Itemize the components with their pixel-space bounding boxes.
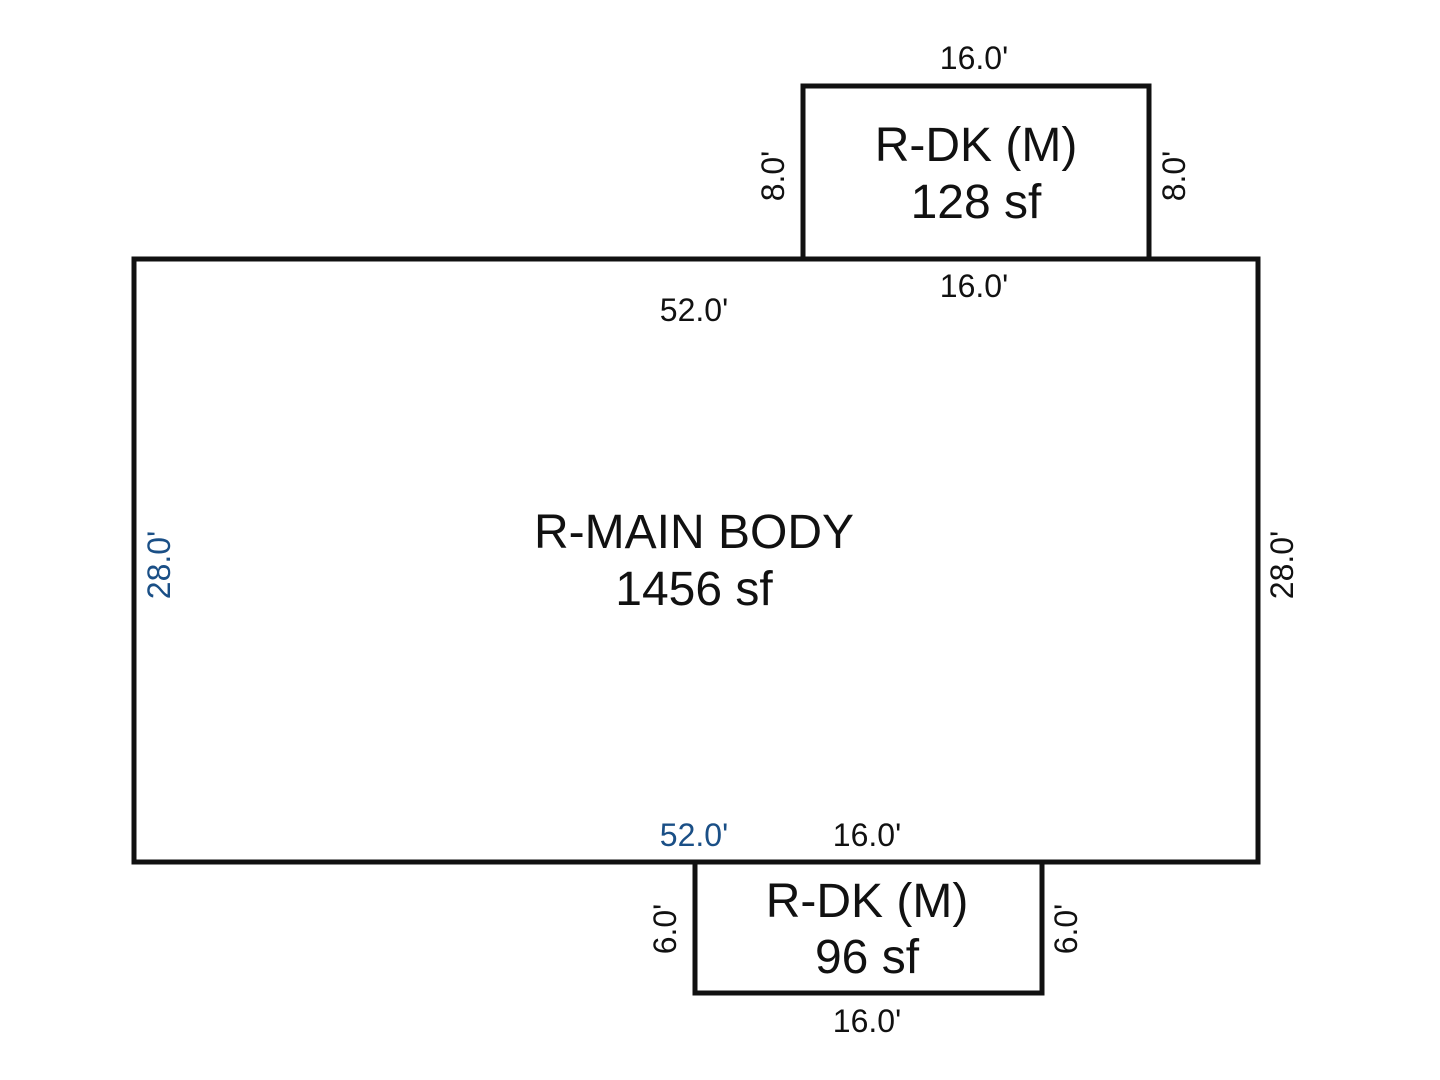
deck-bottom-area: 96 sf	[815, 931, 920, 984]
deck-top-area: 128 sf	[911, 176, 1042, 229]
main-body-dim-bottom: 52.0'	[660, 817, 728, 853]
deck-bottom-label: R-DK (M)	[766, 875, 969, 928]
main-body-dim-top: 52.0'	[660, 292, 728, 328]
deck-top-dim-left: 8.0'	[755, 151, 791, 202]
deck-top-dim-right: 8.0'	[1156, 151, 1192, 202]
deck-bottom-dim-right: 6.0'	[1048, 904, 1084, 955]
deck-top-outline	[800, 83, 1152, 262]
main-body-dim-right: 28.0'	[1264, 531, 1300, 599]
main-body-outline	[131, 256, 1261, 865]
main-body-label: R-MAIN BODY	[534, 506, 854, 559]
deck-top-dim-bottom: 16.0'	[940, 268, 1008, 304]
deck-bottom-outline	[692, 859, 1045, 996]
deck-bottom-dim-bottom: 16.0'	[833, 1003, 901, 1039]
deck-top-label: R-DK (M)	[875, 119, 1078, 172]
main-body-area: 1456 sf	[615, 563, 773, 616]
main-body-dim-left: 28.0'	[141, 531, 177, 599]
deck-bottom-dim-left: 6.0'	[647, 904, 683, 955]
deck-bottom-dim-top: 16.0'	[833, 817, 901, 853]
deck-top-dim-top: 16.0'	[940, 40, 1008, 76]
